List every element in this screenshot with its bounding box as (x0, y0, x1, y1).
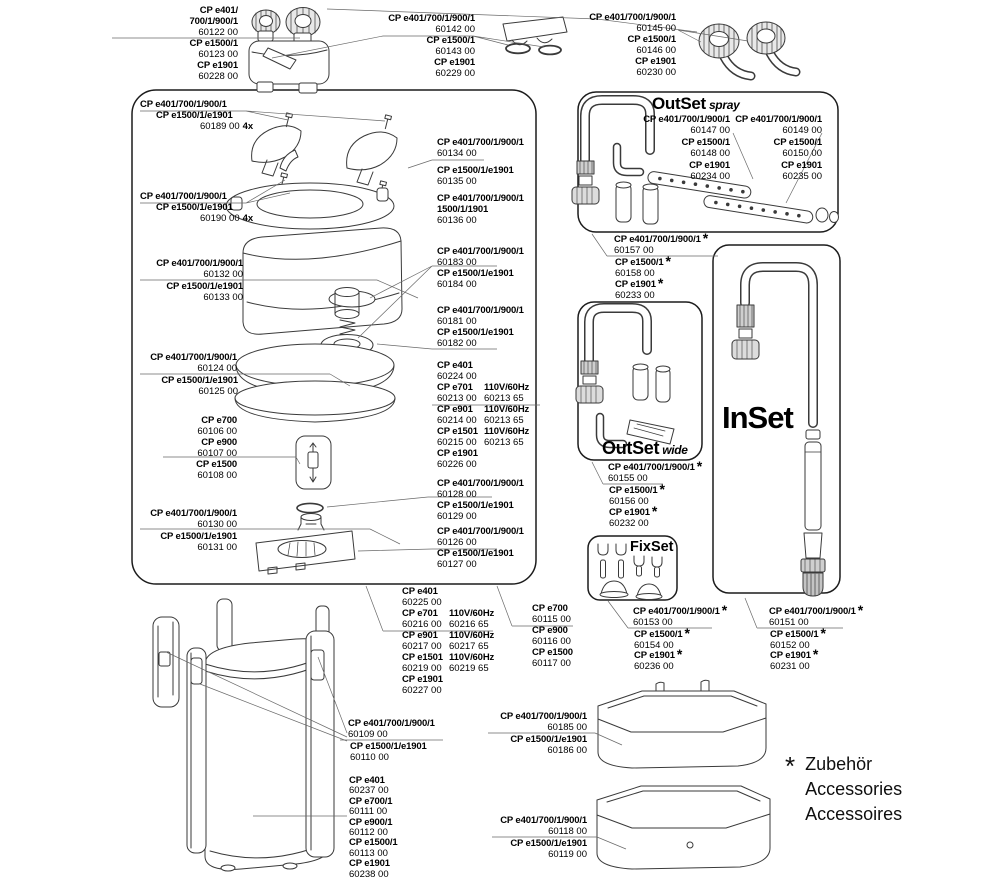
outset-wide-variant: wide (662, 443, 688, 457)
outset-spray-variant: spray (708, 98, 740, 112)
pump-head-box (131, 89, 537, 585)
legend-line-fr: Accessoires (805, 804, 903, 824)
outset-wide-box (577, 301, 703, 461)
hose-connection-drawing (248, 7, 330, 94)
inset-box (712, 244, 841, 594)
asterisk-symbol: * (785, 751, 796, 781)
fixset-box (587, 535, 678, 601)
outset-wide-drawing (575, 303, 675, 449)
shutoff-slider-drawing (502, 16, 568, 56)
leader-lines (112, 8, 843, 850)
inset-drawing (731, 262, 826, 597)
lock-nuts-drawing (698, 21, 801, 81)
legend-line-de: Zubehör (805, 754, 873, 774)
section-boxes (131, 89, 841, 601)
part-label-60151: CP e401/700/1/900/1*60151 00 (769, 602, 864, 628)
part-label-60155: CP e401/700/1/900/1*60155 00 (608, 458, 703, 484)
accessories-legend: * Zubehör Accessories Accessoires (785, 752, 902, 827)
part-label-60157: CP e401/700/1/900/1*60157 00 (614, 230, 709, 256)
part-label-60154: CP e1500/1*60154 00 (634, 625, 690, 651)
canister-drawing (152, 598, 335, 872)
part-label-60153: CP e401/700/1/900/1*60153 00 (633, 602, 728, 628)
outset-wide-title-text: OutSet (602, 438, 660, 458)
part-label-60231: CP e1901*60231 00 (770, 646, 819, 672)
legend-lines: Zubehör Accessories Accessoires (805, 752, 902, 827)
drawings (152, 7, 839, 872)
part-label-60156: CP e1500/1*60156 00 (609, 481, 665, 507)
legend-line-en: Accessories (805, 779, 903, 799)
fixset-drawing (597, 543, 663, 600)
outset-spray-title-text: OutSet (652, 94, 706, 113)
fixset-title: FixSet (630, 539, 674, 555)
part-label-60232: CP e1901*60232 00 (609, 503, 658, 529)
inset-title: InSet (722, 400, 794, 435)
part-label-60233: CP e1901*60233 00 (615, 275, 664, 301)
part-label-60158: CP e1500/1*60158 00 (615, 253, 671, 279)
pump-head-exploded-drawing (225, 112, 403, 575)
part-label-60152: CP e1500/1*60152 00 (770, 625, 826, 651)
part-label-60236: CP e1901*60236 00 (634, 646, 683, 672)
filter-baskets-drawing (596, 679, 771, 870)
outset-spray-drawing (571, 95, 839, 225)
